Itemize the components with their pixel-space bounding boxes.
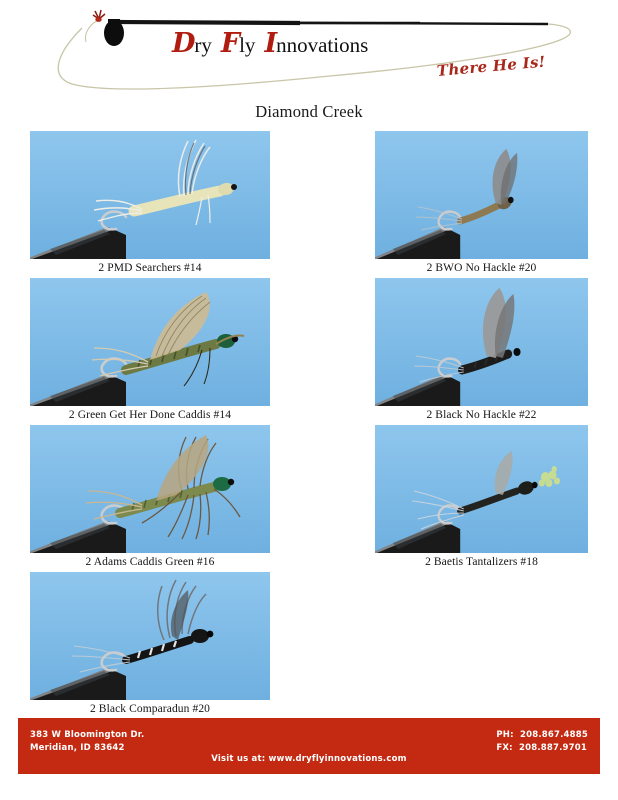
footer-phone: PH: 208.867.4885 <box>496 730 588 740</box>
fly-catalog-grid: 2 PMD Searchers #14 2 BWO No Hac <box>0 131 618 719</box>
brand-cap-i: I <box>264 28 277 59</box>
brand-cap-d: D <box>172 28 195 59</box>
page-title: Diamond Creek <box>255 102 363 121</box>
fly-caption: 2 Black No Hackle #22 <box>426 409 537 421</box>
fly-product-black-no-hackle: 2 Black No Hackle #22 <box>375 278 588 421</box>
fly-icon <box>92 9 106 22</box>
brand-rest-ly: ly <box>239 33 256 57</box>
fly-product-adams-caddis-green: 2 Adams Caddis Green #16 <box>30 425 270 568</box>
fishing-rod-line-artwork <box>57 9 572 90</box>
fly-product-black-comparadun: 2 Black Comparadun #20 <box>30 572 270 715</box>
brand-cap-f: F <box>220 28 240 59</box>
fly-caption: 2 Adams Caddis Green #16 <box>85 556 215 568</box>
brand-rest-ry: ry <box>194 33 212 57</box>
fly-caption: 2 Black Comparadun #20 <box>89 703 211 715</box>
fly-caption: 2 PMD Searchers #14 <box>98 262 202 274</box>
fly-photo-pmd-searcher <box>30 131 270 259</box>
fly-product-green-get-her-done-caddis: 2 Green Get Her Done Caddis #14 <box>30 278 270 421</box>
fly-product-bwo-no-hackle: 2 BWO No Hackle #20 <box>375 131 588 274</box>
footer-address: 383 W Bloomington Dr. Meridian, ID 83642 <box>30 729 144 755</box>
fly-photo-bwo-no-hackle <box>375 131 588 259</box>
footer-contact: PH: 208.867.4885 FX: 208.887.9701 <box>496 729 588 755</box>
fly-caption: 2 Green Get Her Done Caddis #14 <box>68 409 232 421</box>
fly-photo-green-get-her-done-caddis <box>30 278 270 406</box>
fly-photo-black-comparadun <box>30 572 270 700</box>
page-footer: 383 W Bloomington Dr. Meridian, ID 83642… <box>18 718 600 774</box>
footer-website[interactable]: Visit us at: www.dryflyinnovations.com <box>211 754 407 764</box>
fly-photo-adams-caddis-green <box>30 425 270 553</box>
footer-address-line2: Meridian, ID 83642 <box>30 743 125 753</box>
fly-product-baetis-tantalizer: 2 Baetis Tantalizers #18 <box>375 425 588 568</box>
footer-address-line1: 383 W Bloomington Dr. <box>30 730 145 740</box>
fly-photo-black-no-hackle <box>375 278 588 406</box>
footer-fax: FX: 208.887.9701 <box>496 743 588 753</box>
fly-photo-baetis-tantalizer <box>375 425 588 553</box>
brand-rest-nnovations: nnovations <box>276 33 369 57</box>
fly-caption: 2 Baetis Tantalizers #18 <box>425 556 538 568</box>
fly-product-pmd-searcher: 2 PMD Searchers #14 <box>30 131 270 274</box>
fly-caption: 2 BWO No Hackle #20 <box>426 262 537 274</box>
